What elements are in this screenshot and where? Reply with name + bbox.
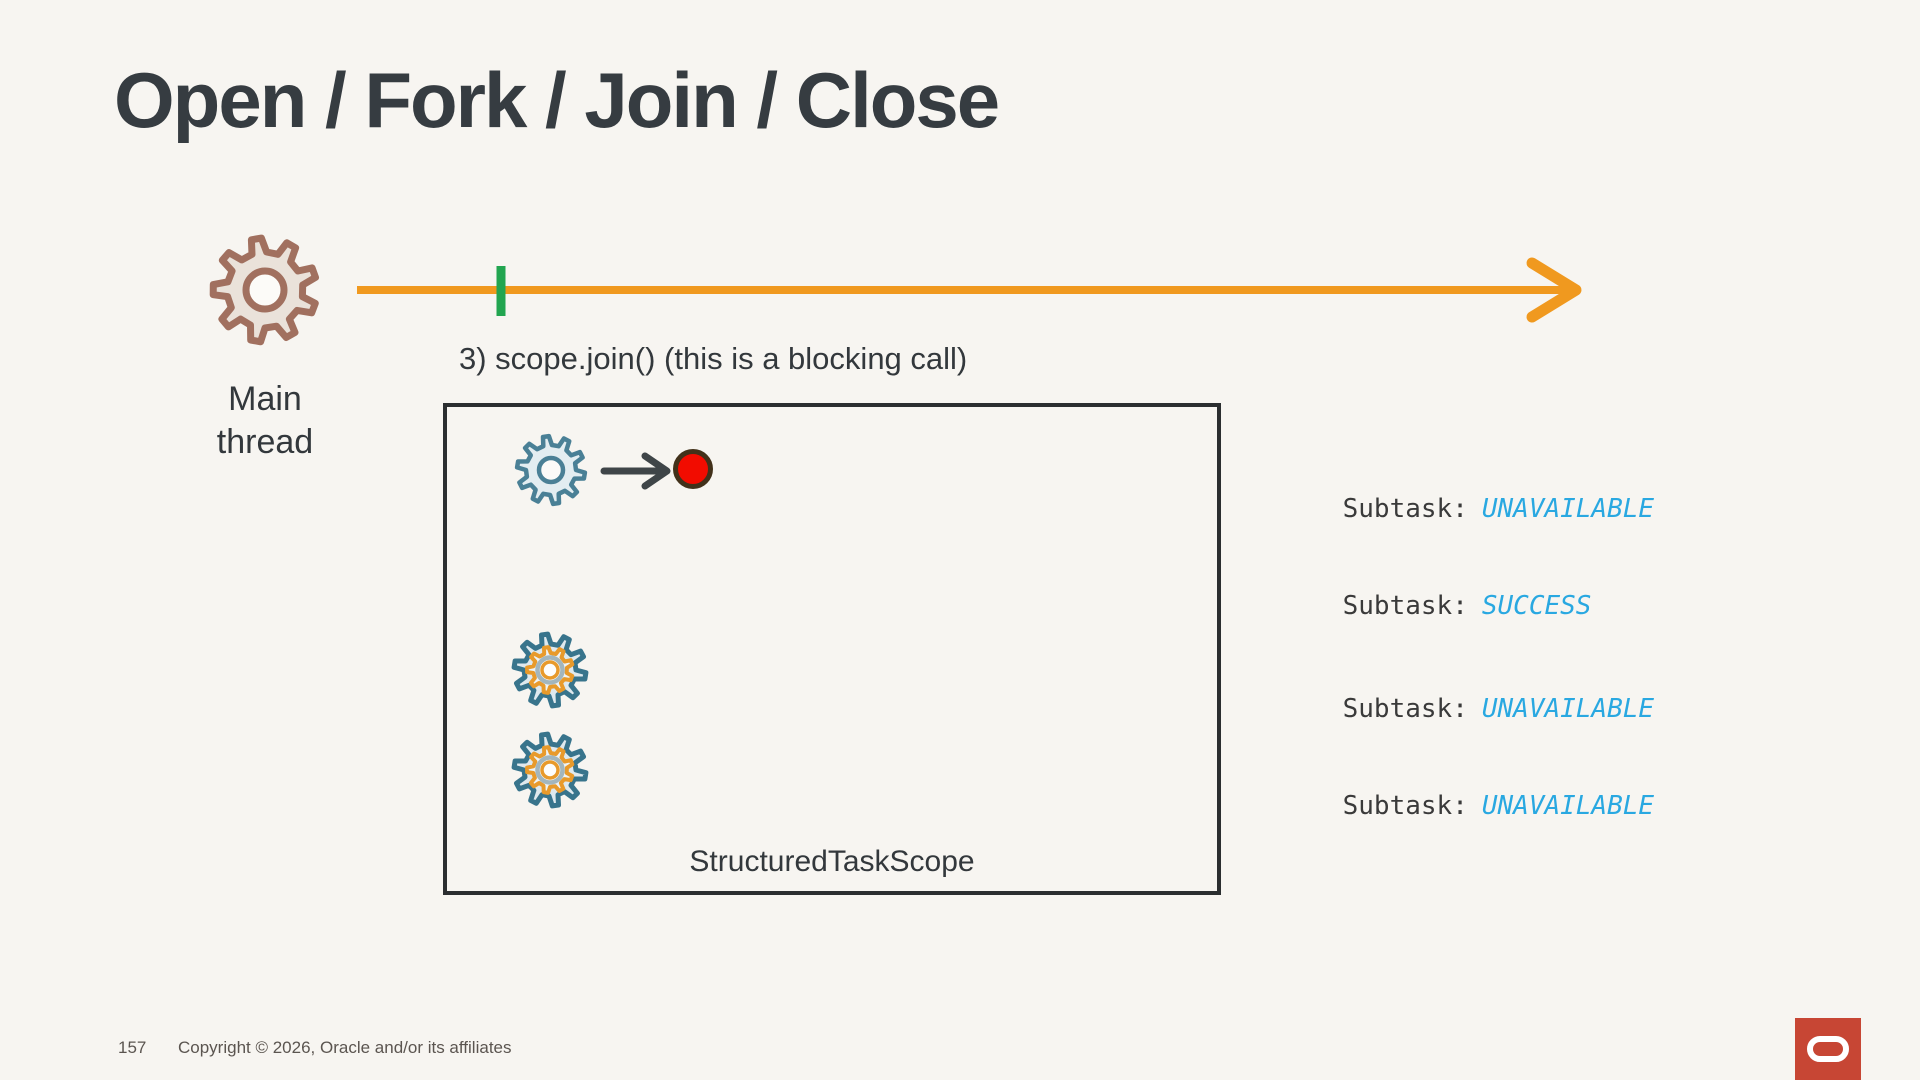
subtask-label: Subtask: bbox=[1342, 591, 1468, 621]
subtask-status-value: SUCCESS bbox=[1481, 591, 1592, 621]
structured-task-scope-box bbox=[443, 403, 1221, 895]
subtask-status-line: Subtask: UNAVAILABLE bbox=[1280, 455, 1654, 524]
structured-task-scope-label: StructuredTaskScope bbox=[689, 845, 975, 878]
subtask-label: Subtask: bbox=[1342, 791, 1468, 821]
gear-hub bbox=[540, 760, 560, 780]
gear-hub bbox=[242, 267, 288, 313]
subtask-label: Subtask: bbox=[1342, 494, 1468, 524]
gear-hub bbox=[536, 455, 566, 485]
subtask-status-value: UNAVAILABLE bbox=[1481, 494, 1655, 524]
subtask-status-line: Subtask: UNAVAILABLE bbox=[1280, 752, 1654, 821]
arrow-head bbox=[641, 452, 671, 490]
join-step-caption: 3) scope.join() (this is a blocking call… bbox=[459, 341, 968, 376]
subtask-status-line: Subtask: SUCCESS bbox=[1280, 552, 1592, 621]
oracle-logo bbox=[1795, 1018, 1861, 1080]
blocked-indicator-icon bbox=[673, 449, 713, 489]
main-thread-label: Main thread bbox=[216, 380, 314, 461]
subtask-gear-icon bbox=[514, 433, 588, 507]
page-number: 157 bbox=[118, 1038, 147, 1057]
running-subtask-gear-icon bbox=[511, 631, 589, 709]
subtask-label: Subtask: bbox=[1342, 694, 1468, 724]
blocking-arrow-icon bbox=[600, 452, 671, 490]
timeline bbox=[357, 257, 1582, 323]
copyright-text: Copyright © 2026, Oracle and/or its affi… bbox=[178, 1038, 512, 1057]
running-subtask-gear-icon bbox=[511, 731, 589, 809]
subtask-status-value: UNAVAILABLE bbox=[1481, 694, 1655, 724]
main-thread-gear-icon bbox=[209, 234, 319, 346]
subtask-status-line: Subtask: UNAVAILABLE bbox=[1280, 655, 1654, 724]
gear-hub bbox=[540, 660, 560, 680]
subtask-status-value: UNAVAILABLE bbox=[1481, 791, 1655, 821]
timeline-arrowhead-icon bbox=[1526, 257, 1582, 323]
slide-footer: 157 Copyright © 2026, Oracle and/or its … bbox=[118, 1038, 512, 1058]
oracle-o-icon bbox=[1807, 1036, 1849, 1062]
page-title: Open / Fork / Join / Close bbox=[114, 56, 1000, 144]
